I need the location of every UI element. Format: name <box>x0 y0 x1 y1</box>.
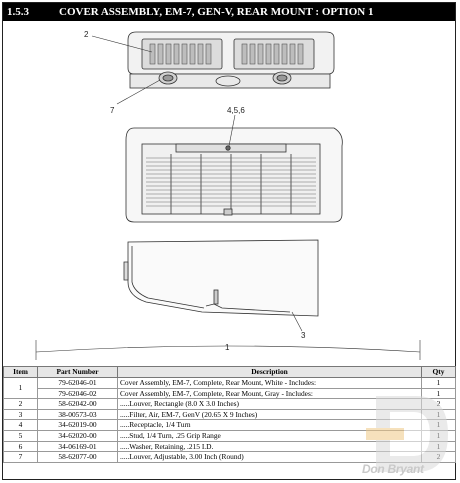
table-row: 1 79-62046-01 Cover Assembly, EM-7, Comp… <box>3 376 456 400</box>
row-part-number: 58-62077-00 <box>37 451 118 463</box>
row-item: 7 <box>3 451 38 463</box>
section-title-bar: 1.5.3 COVER ASSEMBLY, EM-7, GEN-V, REAR M… <box>3 3 455 21</box>
header-description: Description <box>117 366 422 378</box>
row-part-number: 34-62019-00 <box>37 419 118 431</box>
table-row: 79-62046-02 Cover Assembly, EM-7, Comple… <box>4 387 456 400</box>
callout-side-receptacle: 3 <box>301 331 306 340</box>
row-part-number: 58-62042-00 <box>37 398 118 410</box>
callout-cover-length: 1 <box>225 343 230 352</box>
adjustable-louvers-round <box>158 71 292 87</box>
row-qty: 1 <box>421 387 456 400</box>
cover-assembly-drawing: 2 7 4,5,6 3 1 <box>35 30 421 360</box>
filter-grille-view <box>125 127 343 223</box>
db-logo-mark-icon <box>366 396 448 472</box>
parts-table-header: Item Part Number Description Qty <box>3 366 456 378</box>
row-part-number: 79-62046-01 <box>37 377 118 389</box>
parts-table: Item Part Number Description Qty 1 79-62… <box>3 366 456 463</box>
row-item: 5 <box>3 429 38 442</box>
row-item: 2 <box>3 398 38 410</box>
header-item: Item <box>3 366 38 378</box>
leader-side <box>291 311 303 332</box>
leader-lines-top <box>91 35 161 105</box>
row-part-number: 34-62020-00 <box>37 429 118 442</box>
row-qty: 1 <box>421 377 456 389</box>
row-description: Cover Assembly, EM-7, Complete, Rear Mou… <box>117 377 422 389</box>
page-frame <box>2 2 456 480</box>
row-item: 1 <box>3 376 38 400</box>
watermark-text: Don Bryant <box>362 462 424 476</box>
callout-adjustable-louver: 7 <box>110 106 115 115</box>
side-profile-view <box>123 239 319 317</box>
row-item: 3 <box>3 408 38 421</box>
louver-slats <box>149 43 304 65</box>
row-part-number: 38-00573-03 <box>37 408 118 421</box>
row-part-number: 79-62046-02 <box>37 387 118 400</box>
leader-filter-hardware <box>228 114 236 147</box>
row-item: 4 <box>3 419 38 431</box>
section-number: 1.5.3 <box>7 6 29 18</box>
callout-filter-hardware: 4,5,6 <box>227 106 245 115</box>
row-item: 6 <box>3 440 38 453</box>
header-qty: Qty <box>421 366 456 378</box>
callout-louver: 2 <box>84 30 89 39</box>
row-part-number: 34-06169-01 <box>37 440 118 453</box>
header-part-number: Part Number <box>37 366 118 378</box>
overall-dimension <box>35 340 421 360</box>
grille-slats <box>146 157 316 207</box>
section-title: COVER ASSEMBLY, EM-7, GEN-V, REAR MOUNT … <box>59 6 374 18</box>
